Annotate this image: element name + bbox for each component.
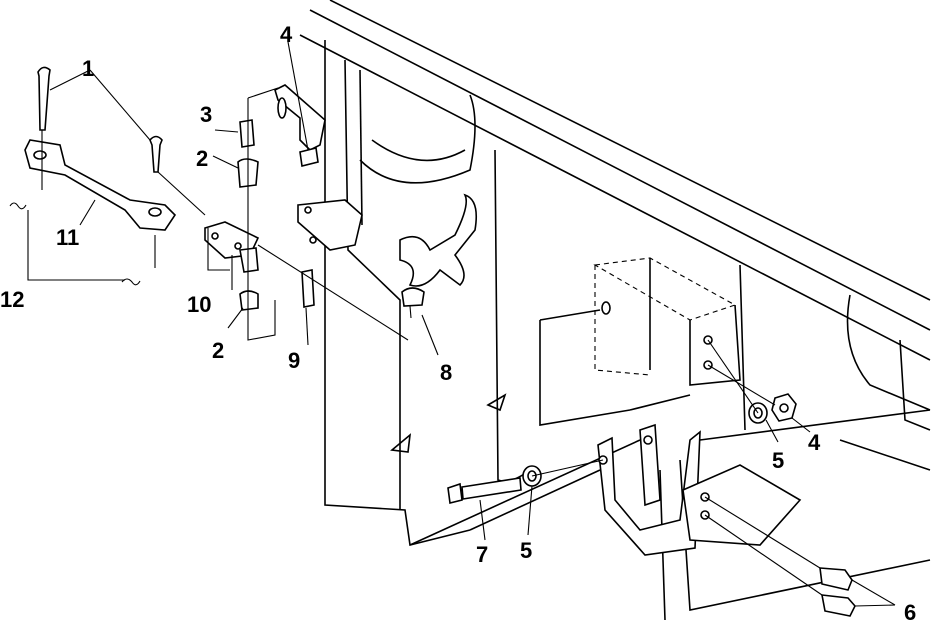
callout-5-right: 5 bbox=[772, 448, 784, 473]
callout-9: 9 bbox=[288, 348, 300, 373]
callout-5-lower: 5 bbox=[520, 538, 532, 563]
vehicle-frame bbox=[299, 0, 931, 621]
callout-3: 3 bbox=[200, 102, 212, 127]
lower-bracket bbox=[597, 423, 802, 556]
callout-6: 6 bbox=[904, 600, 916, 625]
callout-2-upper: 2 bbox=[196, 146, 208, 171]
bracket-block bbox=[539, 257, 741, 426]
callout-12: 12 bbox=[0, 287, 24, 312]
callout-10: 10 bbox=[187, 292, 211, 317]
callout-11: 11 bbox=[56, 225, 79, 250]
callout-4-upper: 4 bbox=[280, 22, 293, 47]
leader-lines bbox=[27, 41, 896, 607]
callout-8: 8 bbox=[440, 360, 452, 385]
callout-labels: 1 2 2 3 4 4 5 5 6 7 8 9 10 11 12 bbox=[0, 22, 916, 625]
callout-7: 7 bbox=[476, 542, 488, 567]
callout-2-lower: 2 bbox=[212, 338, 224, 363]
right-hardware bbox=[447, 393, 856, 617]
strap-assembly bbox=[9, 66, 425, 319]
callout-1: 1 bbox=[82, 56, 94, 81]
callout-4-right: 4 bbox=[808, 430, 821, 455]
